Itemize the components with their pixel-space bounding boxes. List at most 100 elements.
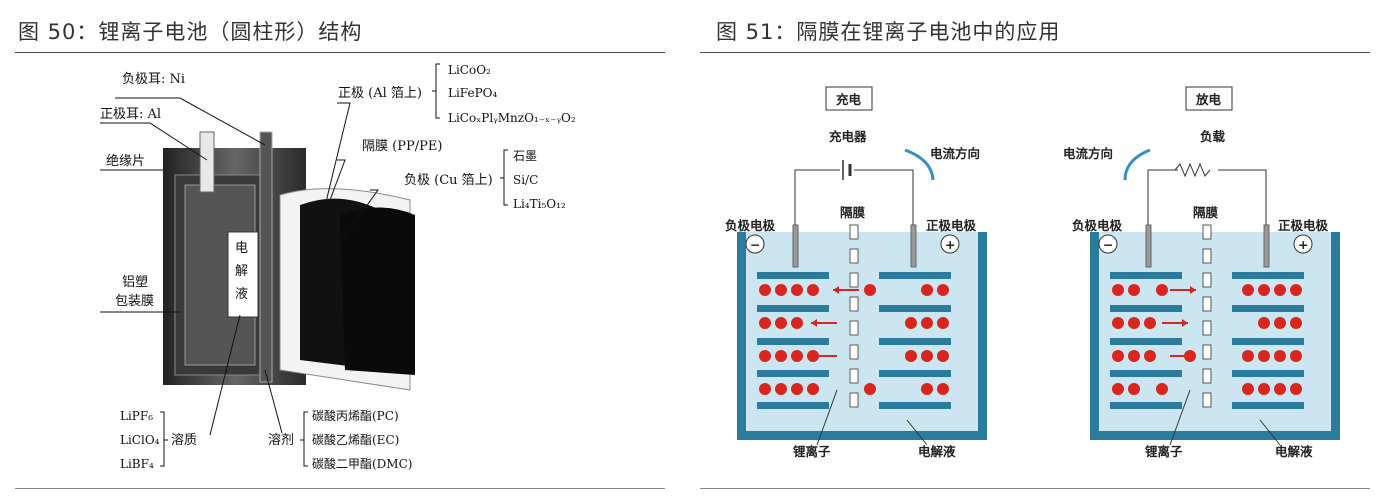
lithium-ion xyxy=(775,383,787,395)
separator-label: 隔膜 (PP/PE) xyxy=(362,139,442,154)
charger-label: 充电器 xyxy=(829,129,867,144)
neg-electrode-label: 负极电极 xyxy=(1072,218,1123,233)
lithium-ion xyxy=(791,383,803,395)
electrode-plate xyxy=(1110,305,1182,312)
lithium-ion xyxy=(921,383,933,395)
current-direction-icon xyxy=(904,148,935,181)
discharge-current-label: 电流方向 xyxy=(1063,146,1113,161)
bottom-rule-right xyxy=(700,488,1370,489)
lithium-ion xyxy=(937,350,949,362)
lithium-ion xyxy=(791,317,803,329)
solvent: 碳酸丙烯酯(PC) xyxy=(312,408,399,423)
separator-segment xyxy=(849,296,859,312)
discharge-mode-box xyxy=(1185,86,1233,111)
lithium-ion xyxy=(1258,383,1270,395)
separator-segment xyxy=(849,368,859,384)
electrode-plate xyxy=(1110,370,1182,377)
figure-51-title: 图 51：隔膜在锂离子电池中的应用 xyxy=(716,20,1061,44)
lithium-ion xyxy=(1258,284,1270,296)
lithium-ion xyxy=(1144,317,1156,329)
electrolyte-label-1: 电 xyxy=(235,241,248,256)
cathode-material: LiFePO₄ xyxy=(448,86,497,100)
separator-label: 隔膜 xyxy=(840,205,866,220)
anode-material: Si/C xyxy=(513,173,538,187)
solute: LiClO₄ xyxy=(120,433,160,447)
discharge-mode-label: 放电 xyxy=(1195,92,1222,107)
solute-label: 溶质 xyxy=(171,433,197,448)
svg-text:+: + xyxy=(945,237,955,252)
insulator-label: 绝缘片 xyxy=(106,153,145,169)
charge-cell: −+ xyxy=(737,148,987,446)
cathode-label: 正极 (Al 箔上) xyxy=(338,85,422,101)
lithium-ion xyxy=(759,284,771,296)
lithium-ion xyxy=(1112,317,1124,329)
lithium-ion xyxy=(1112,284,1124,296)
separator-label: 隔膜 xyxy=(1193,205,1219,220)
title-rule-left xyxy=(15,52,665,53)
lithium-ion xyxy=(1290,284,1302,296)
lithium-ion xyxy=(937,284,949,296)
casing-label-1: 铝塑 xyxy=(122,275,148,290)
lithium-ion xyxy=(1290,350,1302,362)
lithium-ion xyxy=(1112,383,1124,395)
lithium-ion xyxy=(791,284,803,296)
lithium-ion xyxy=(775,350,787,362)
separator-segment xyxy=(1202,296,1212,312)
electrode-plate xyxy=(1232,305,1304,312)
anode-label: 负极 (Cu 箔上) xyxy=(404,172,493,188)
ion-label: 锂离子 xyxy=(793,444,831,459)
lithium-ion xyxy=(1242,350,1254,362)
cell-labels: 充电 放电 充电器 电流方向 负载 电流方向 负极电极 隔膜 正极电极 负极电极… xyxy=(725,86,1329,459)
lithium-ion xyxy=(937,383,949,395)
electrode-plate xyxy=(757,305,829,312)
lithium-ion xyxy=(1242,284,1254,296)
lithium-ion xyxy=(807,383,819,395)
charge-mode-box xyxy=(825,86,873,111)
lithium-ion xyxy=(1258,350,1270,362)
plus-icon xyxy=(1293,234,1313,254)
electrode-plate xyxy=(757,370,829,377)
electrode-plate xyxy=(879,305,951,312)
separator-segment xyxy=(849,392,859,408)
electrode-plate xyxy=(1232,370,1304,377)
electrode-plate xyxy=(1232,402,1304,409)
electrolyte-fill xyxy=(1099,232,1331,431)
lithium-ion xyxy=(937,317,949,329)
neg-tab-label: 负极耳: Ni xyxy=(122,72,185,87)
cylindrical-battery-illustration xyxy=(163,131,415,391)
electrolyte-fill xyxy=(746,232,978,431)
bottom-rule-left xyxy=(15,488,665,489)
lithium-ion xyxy=(921,317,933,329)
svg-text:+: + xyxy=(1298,237,1308,252)
electrode-plate xyxy=(1232,338,1304,345)
anode-material: 石墨 xyxy=(513,149,537,163)
separator-segment xyxy=(1202,272,1212,288)
lithium-ion xyxy=(1274,284,1286,296)
electrolyte-label: 电解液 xyxy=(918,444,956,459)
lithium-ion xyxy=(921,284,933,296)
pos-electrode-label: 正极电极 xyxy=(1278,218,1329,233)
electrode-plate xyxy=(757,272,829,279)
electrode-plate xyxy=(879,272,951,279)
separator-segment xyxy=(1202,368,1212,384)
electrode-plate xyxy=(1232,272,1304,279)
lithium-ion xyxy=(905,317,917,329)
lithium-ion xyxy=(905,350,917,362)
svg-text:−: − xyxy=(750,237,760,252)
pos-tab-label: 正极耳: Al xyxy=(100,107,161,122)
electrolyte-label-2: 解 xyxy=(235,264,248,279)
separator-segment xyxy=(1202,320,1212,336)
svg-text:−: − xyxy=(1103,237,1113,252)
lithium-ion xyxy=(1258,317,1270,329)
solvent: 碳酸二甲酯(DMC) xyxy=(312,456,412,471)
charge-current-label: 电流方向 xyxy=(930,146,980,161)
pos-electrode-label: 正极电极 xyxy=(926,218,977,233)
electrode-plate xyxy=(879,402,951,409)
electrode-plate xyxy=(1110,272,1182,279)
casing-label-2: 包装膜 xyxy=(115,294,154,309)
lithium-ion xyxy=(1128,317,1140,329)
moving-ion xyxy=(864,284,876,296)
separator-segment xyxy=(849,224,859,240)
minus-icon xyxy=(745,234,765,254)
